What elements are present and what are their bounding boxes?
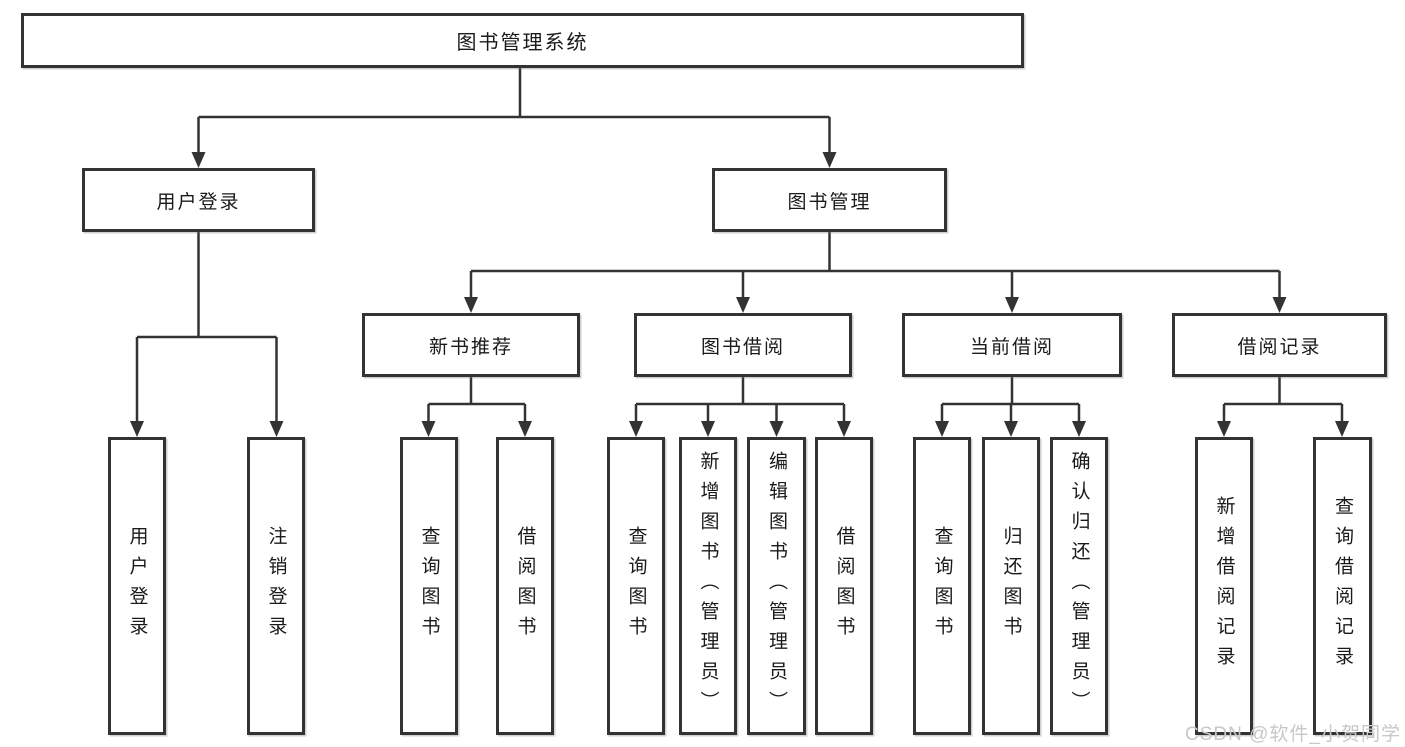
leaf-label: 用户登录 [126,526,148,646]
node-library-management-system: 图书管理系统 [21,13,1024,68]
leaf-user-login: 用户登录 [108,437,166,735]
leaf-label: 查询图书 [418,526,440,646]
leaf-logout: 注销登录 [247,437,305,735]
leaf-add-book-admin: 新增图书（管理员） [679,437,737,735]
leaf-add-borrow-record: 新增借阅记录 [1195,437,1253,735]
leaf-return-book: 归还图书 [982,437,1040,735]
leaf-borrow-book: 借阅图书 [815,437,873,735]
leaf-edit-book-admin: 编辑图书（管理员） [747,437,806,735]
leaf-label: 查询借阅记录 [1332,496,1353,676]
leaf-label: 查询图书 [625,526,647,646]
leaf-query-books-current: 查询图书 [913,437,971,735]
leaf-query-books-recommend: 查询图书 [400,437,458,735]
leaf-label: 注销登录 [265,526,287,646]
node-label: 借阅记录 [1237,336,1322,358]
leaf-query-books-borrow: 查询图书 [607,437,665,735]
node-label: 用户登录 [156,191,241,213]
leaf-label: 确认归还（管理员） [1068,451,1090,721]
node-label: 图书管理系统 [456,32,589,54]
leaf-confirm-return-admin: 确认归还（管理员） [1050,437,1108,735]
node-current-borrow: 当前借阅 [902,313,1122,377]
leaf-label: 新增借阅记录 [1213,496,1235,676]
node-label: 图书管理 [787,191,872,213]
node-label: 图书借阅 [700,336,785,358]
leaf-label: 归还图书 [1000,526,1022,646]
leaf-label: 查询图书 [931,526,953,646]
leaf-label: 借阅图书 [833,526,855,646]
node-label: 当前借阅 [969,336,1054,358]
node-label: 新书推荐 [428,336,513,358]
node-book-borrow: 图书借阅 [634,313,852,377]
node-borrow-records: 借阅记录 [1172,313,1387,377]
leaf-borrow-book-recommend: 借阅图书 [496,437,554,735]
leaf-label: 编辑图书（管理员） [766,451,787,721]
leaf-query-borrow-record: 查询借阅记录 [1313,437,1372,735]
node-new-book-recommend: 新书推荐 [362,313,580,377]
node-book-management: 图书管理 [712,168,947,232]
leaf-label: 新增图书（管理员） [697,451,719,721]
node-user-login: 用户登录 [82,168,315,232]
leaf-label: 借阅图书 [514,526,536,646]
